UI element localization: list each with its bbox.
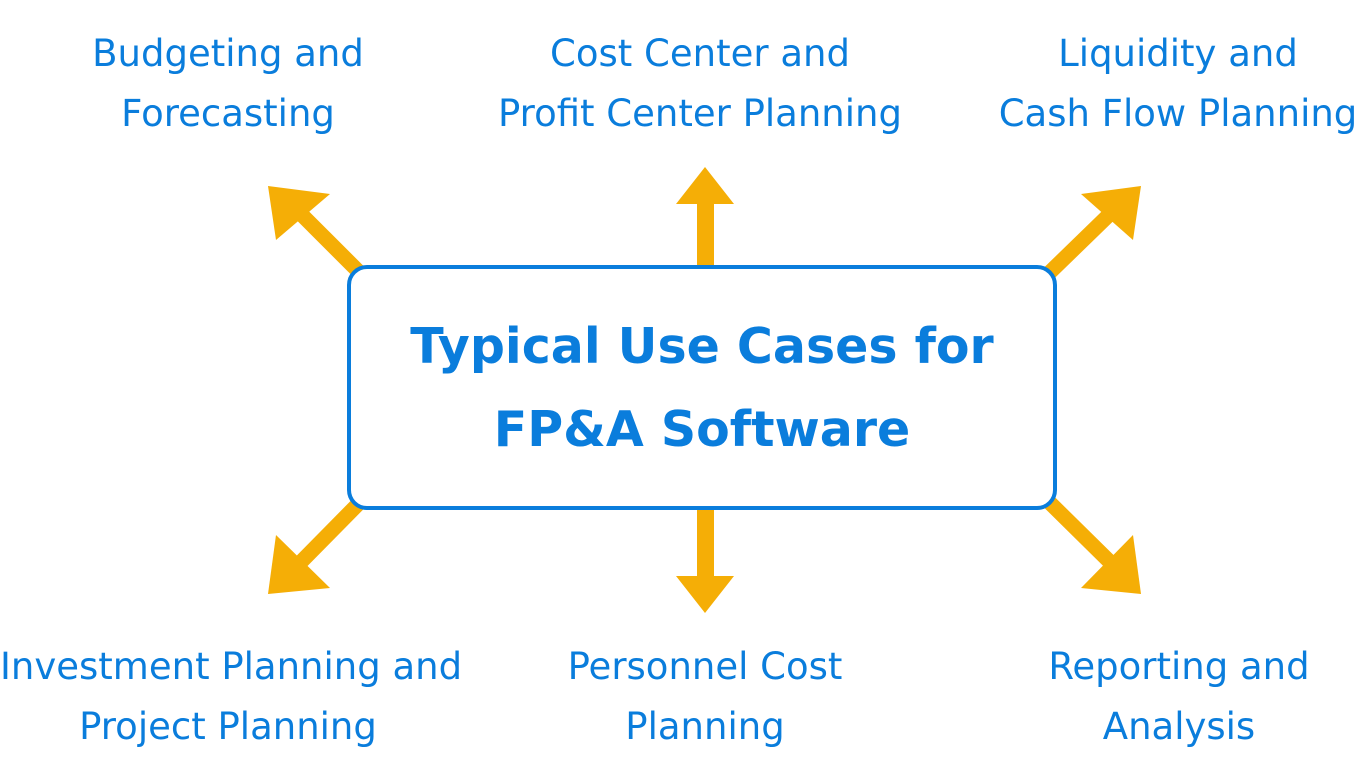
- center-title-line1: Typical Use Cases for: [410, 317, 994, 375]
- arrow-cost-center-icon: [676, 167, 734, 270]
- use-case-reporting-line1: Reporting and: [1048, 645, 1310, 688]
- center-title-line2: FP&A Software: [493, 400, 911, 458]
- use-case-cost-center: Cost Center and Profit Center Planning: [470, 24, 930, 144]
- use-case-personnel: Personnel Cost Planning: [530, 637, 880, 757]
- use-case-liquidity-line1: Liquidity and: [1058, 32, 1298, 75]
- center-box: Typical Use Cases for FP&A Software: [347, 265, 1057, 510]
- arrow-reporting-icon: [1038, 491, 1141, 594]
- use-case-budgeting-line2: Forecasting: [121, 92, 335, 135]
- use-case-reporting: Reporting and Analysis: [1020, 637, 1338, 757]
- center-title: Typical Use Cases for FP&A Software: [351, 305, 1053, 471]
- use-case-liquidity: Liquidity and Cash Flow Planning: [990, 24, 1366, 144]
- use-case-budgeting-line1: Budgeting and: [92, 32, 364, 75]
- arrow-investment-icon: [268, 491, 371, 594]
- use-case-reporting-line2: Analysis: [1102, 705, 1256, 748]
- use-case-cost-center-line1: Cost Center and: [550, 32, 850, 75]
- arrow-personnel-icon: [676, 505, 734, 613]
- use-case-cost-center-line2: Profit Center Planning: [498, 92, 902, 135]
- arrow-liquidity-icon: [1038, 186, 1141, 284]
- use-case-investment-line1: Investment Planning and: [0, 645, 463, 688]
- arrow-budgeting-icon: [268, 186, 371, 284]
- use-case-personnel-line2: Planning: [625, 705, 785, 748]
- use-case-liquidity-line2: Cash Flow Planning: [998, 92, 1358, 135]
- use-case-investment-line2: Project Planning: [79, 705, 377, 748]
- use-case-personnel-line1: Personnel Cost: [567, 645, 843, 688]
- use-case-budgeting: Budgeting and Forecasting: [58, 24, 398, 144]
- use-case-investment: Investment Planning and Project Planning: [0, 637, 463, 757]
